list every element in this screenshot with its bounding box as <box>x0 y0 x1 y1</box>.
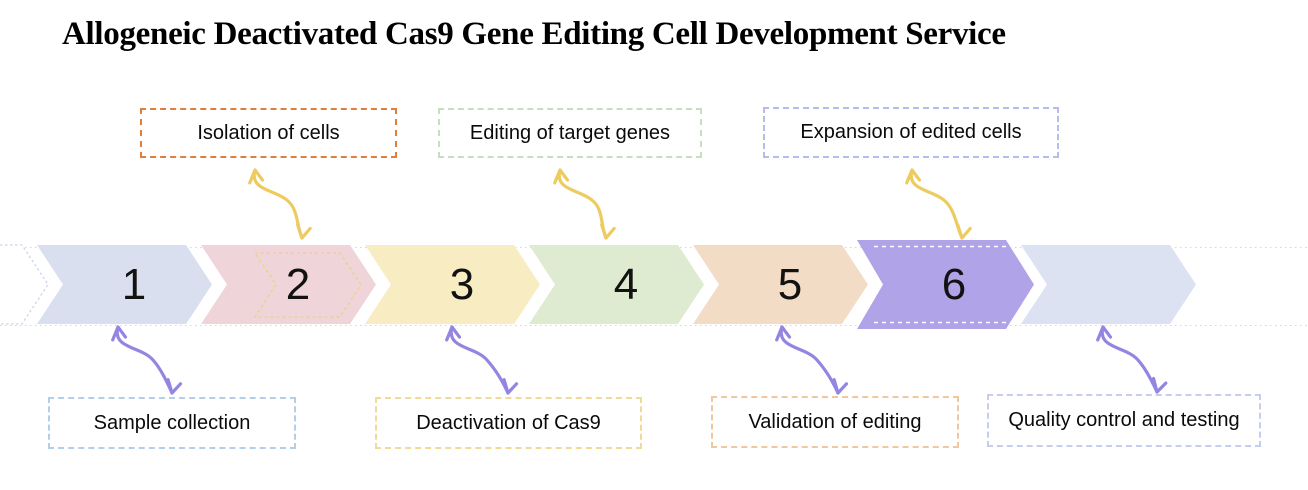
connector-curve <box>115 325 174 395</box>
chevron-step-7 <box>1021 245 1196 324</box>
arrowhead-up-icon <box>1096 325 1113 342</box>
step-number-3: 3 <box>449 259 475 309</box>
arrowhead-down-icon <box>166 378 183 395</box>
arrowhead-up-icon <box>553 168 570 185</box>
label-text: Deactivation of Cas9 <box>416 411 601 434</box>
arrowhead-up-icon <box>905 168 922 185</box>
connector-isolation-to-step-2 <box>248 168 312 240</box>
arrowhead-down-icon <box>600 223 616 240</box>
label-box-quality-control-and-testing: Quality control and testing <box>987 394 1261 447</box>
label-text: Quality control and testing <box>1008 409 1240 431</box>
step-number-6: 6 <box>941 259 967 309</box>
step-number-1: 1 <box>121 259 147 309</box>
label-box-deactivation-of-cas9: Deactivation of Cas9 <box>375 397 642 449</box>
connector-curve <box>449 325 510 395</box>
chevron-step-3 <box>365 245 540 324</box>
label-box-editing-of-target-genes: Editing of target genes <box>438 108 702 158</box>
chevron-step-6 <box>857 240 1034 329</box>
page-title: Allogeneic Deactivated Cas9 Gene Editing… <box>62 16 1006 52</box>
arrowhead-down-icon <box>832 378 849 395</box>
step-number-4: 4 <box>613 259 639 309</box>
arrowhead-up-icon <box>775 325 792 342</box>
arrowhead-down-icon <box>502 378 519 395</box>
arrowhead-down-icon <box>1151 376 1168 394</box>
chevron-step-1 <box>37 245 212 324</box>
leading-chevron-outline <box>0 244 49 325</box>
connector-expansion-to-step-6 <box>905 168 972 240</box>
label-text: Isolation of cells <box>197 121 340 144</box>
arrowhead-down-icon <box>956 223 972 240</box>
chevron-step-2 <box>201 245 376 324</box>
label-text: Editing of target genes <box>469 121 671 144</box>
arrowhead-up-icon <box>445 325 462 342</box>
label-text: Sample collection <box>93 411 251 434</box>
label-box-sample-collection: Sample collection <box>48 397 296 449</box>
label-text: Validation of editing <box>748 410 922 433</box>
label-box-isolation-of-cells: Isolation of cells <box>140 108 397 158</box>
connector-step-3-to-deactivation <box>445 325 519 395</box>
label-box-expansion-of-edited-cells: Expansion of edited cells <box>763 107 1059 158</box>
connector-step-5-to-validation <box>775 325 849 395</box>
label-box-validation-of-editing: Validation of editing <box>711 396 959 448</box>
step-number-5: 5 <box>777 259 803 309</box>
chevron-step-5 <box>693 245 868 324</box>
chevron-step-4 <box>529 245 704 324</box>
label-text: Expansion of edited cells <box>800 121 1022 143</box>
connector-step-7-to-quality <box>1096 325 1168 394</box>
connector-step-1-to-sample <box>111 325 183 395</box>
connector-editing-to-step-4 <box>553 168 616 240</box>
arrowhead-down-icon <box>296 223 312 240</box>
arrowhead-up-icon <box>248 168 265 185</box>
step-number-2: 2 <box>285 259 311 309</box>
arrowhead-up-icon <box>111 325 128 342</box>
chevron-step-2-dashed-outline <box>253 252 362 318</box>
connector-curve <box>779 325 840 395</box>
connector-curve <box>1100 325 1159 394</box>
